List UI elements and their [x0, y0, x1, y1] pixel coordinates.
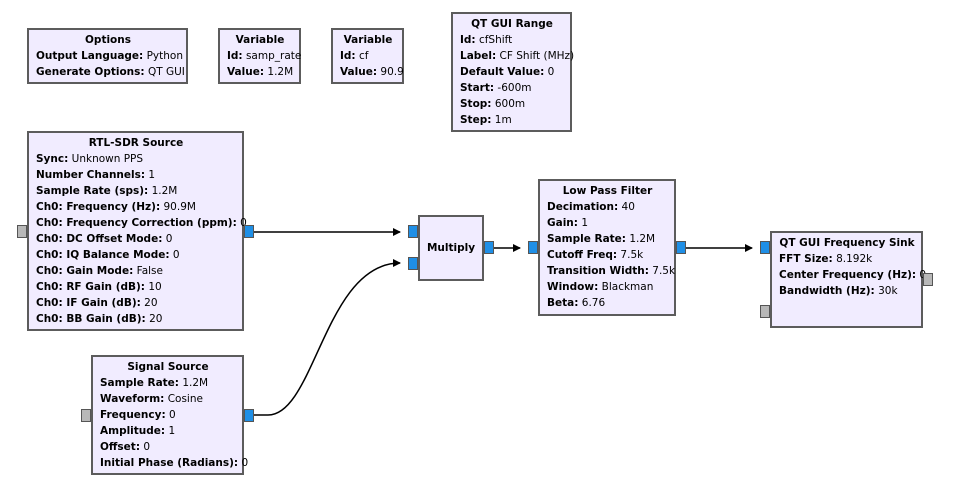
block-title: Variable	[343, 34, 393, 46]
signal-source-output-port[interactable]	[244, 409, 254, 422]
block-param: Bandwidth (Hz): 30k	[779, 285, 898, 297]
block-param: Ch0: IQ Balance Mode: 0	[36, 249, 180, 261]
block-param: Cutoff Freq: 7.5k	[547, 249, 644, 261]
block-title: Variable	[235, 34, 285, 46]
block-param: Decimation: 40	[547, 201, 635, 213]
block-param: Label: CF Shift (MHz)	[460, 50, 575, 62]
block-param: Center Frequency (Hz): 0	[779, 269, 927, 281]
lpf-output-port[interactable]	[676, 241, 686, 254]
block-param: Id: cfShift	[460, 34, 513, 46]
multiply-block[interactable]: Multiply	[418, 215, 484, 281]
block-param: Window: Blackman	[547, 281, 654, 293]
block-param: Value: 1.2M	[227, 66, 294, 78]
block-param: Ch0: DC Offset Mode: 0	[36, 233, 173, 245]
block-param: Id: cf	[340, 50, 369, 62]
block-title: QT GUI Frequency Sink	[779, 237, 915, 249]
block-param: Ch0: RF Gain (dB): 10	[36, 281, 162, 293]
block-param: Sync: Unknown PPS	[36, 153, 144, 165]
options-block[interactable]: Options Output Language: Python Generate…	[27, 28, 188, 84]
block-param: Sample Rate: 1.2M	[547, 233, 656, 245]
block-param: Transition Width: 7.5k	[547, 265, 676, 277]
variable-samp-rate-block[interactable]: Variable Id: samp_rate Value: 1.2M	[218, 28, 301, 84]
wire-signal-to-multiply	[254, 259, 401, 416]
block-param: Step: 1m	[460, 114, 512, 126]
block-param: Gain: 1	[547, 217, 589, 229]
block-param: Id: samp_rate	[227, 50, 302, 62]
block-param: Generate Options: QT GUI	[36, 66, 185, 78]
freq-sink-freq-output-port[interactable]	[923, 273, 933, 286]
block-param: Sample Rate: 1.2M	[100, 377, 209, 389]
block-param: Frequency: 0	[100, 409, 176, 421]
low-pass-filter-block[interactable]: Low Pass Filter Decimation: 40 Gain: 1 S…	[538, 179, 676, 316]
rtl-sdr-source-block[interactable]: RTL-SDR Source Sync: Unknown PPS Number …	[27, 131, 247, 331]
block-param: Beta: 6.76	[547, 297, 606, 309]
freq-sink-freq-message-port[interactable]	[760, 305, 770, 318]
block-param: Ch0: BB Gain (dB): 20	[36, 313, 163, 325]
multiply-input-port-0[interactable]	[408, 225, 418, 238]
block-param: Waveform: Cosine	[100, 393, 203, 405]
rtl-sdr-output-port[interactable]	[244, 225, 254, 238]
signal-source-block[interactable]: Signal Source Sample Rate: 1.2M Waveform…	[91, 355, 249, 475]
block-title: QT GUI Range	[471, 18, 553, 30]
block-param: Default Value: 0	[460, 66, 555, 78]
block-title: RTL-SDR Source	[88, 137, 184, 149]
lpf-input-port[interactable]	[528, 241, 538, 254]
signal-source-command-port[interactable]	[81, 409, 91, 422]
block-title: Signal Source	[127, 361, 209, 373]
block-param: Initial Phase (Radians): 0	[100, 457, 249, 469]
qt-gui-range-block[interactable]: QT GUI Range Id: cfShift Label: CF Shift…	[451, 12, 575, 132]
multiply-input-port-1[interactable]	[408, 257, 418, 270]
block-param: Number Channels: 1	[36, 169, 156, 181]
block-param: Ch0: Frequency (Hz): 90.9M	[36, 201, 196, 213]
block-param: Ch0: Gain Mode: False	[36, 265, 163, 277]
rtl-sdr-command-port[interactable]	[17, 225, 27, 238]
block-title: Options	[85, 34, 131, 46]
multiply-output-port[interactable]	[484, 241, 494, 254]
block-param: Ch0: IF Gain (dB): 20	[36, 297, 158, 309]
block-param: Sample Rate (sps): 1.2M	[36, 185, 178, 197]
block-param: Output Language: Python	[36, 50, 183, 62]
block-param: Stop: 600m	[460, 98, 526, 110]
block-param: Start: -600m	[460, 82, 532, 94]
block-param: Amplitude: 1	[100, 425, 176, 437]
block-param: Value: 90.9	[340, 66, 404, 78]
block-param: Ch0: Frequency Correction (ppm): 0	[36, 217, 247, 229]
block-title: Low Pass Filter	[562, 185, 653, 197]
block-param: FFT Size: 8.192k	[779, 253, 873, 265]
variable-cf-block[interactable]: Variable Id: cf Value: 90.9	[331, 28, 404, 84]
freq-sink-input-port[interactable]	[760, 241, 770, 254]
block-param: Offset: 0	[100, 441, 151, 453]
block-title: Multiply	[426, 242, 476, 254]
qt-gui-frequency-sink-block[interactable]: QT GUI Frequency Sink FFT Size: 8.192k C…	[770, 231, 927, 328]
